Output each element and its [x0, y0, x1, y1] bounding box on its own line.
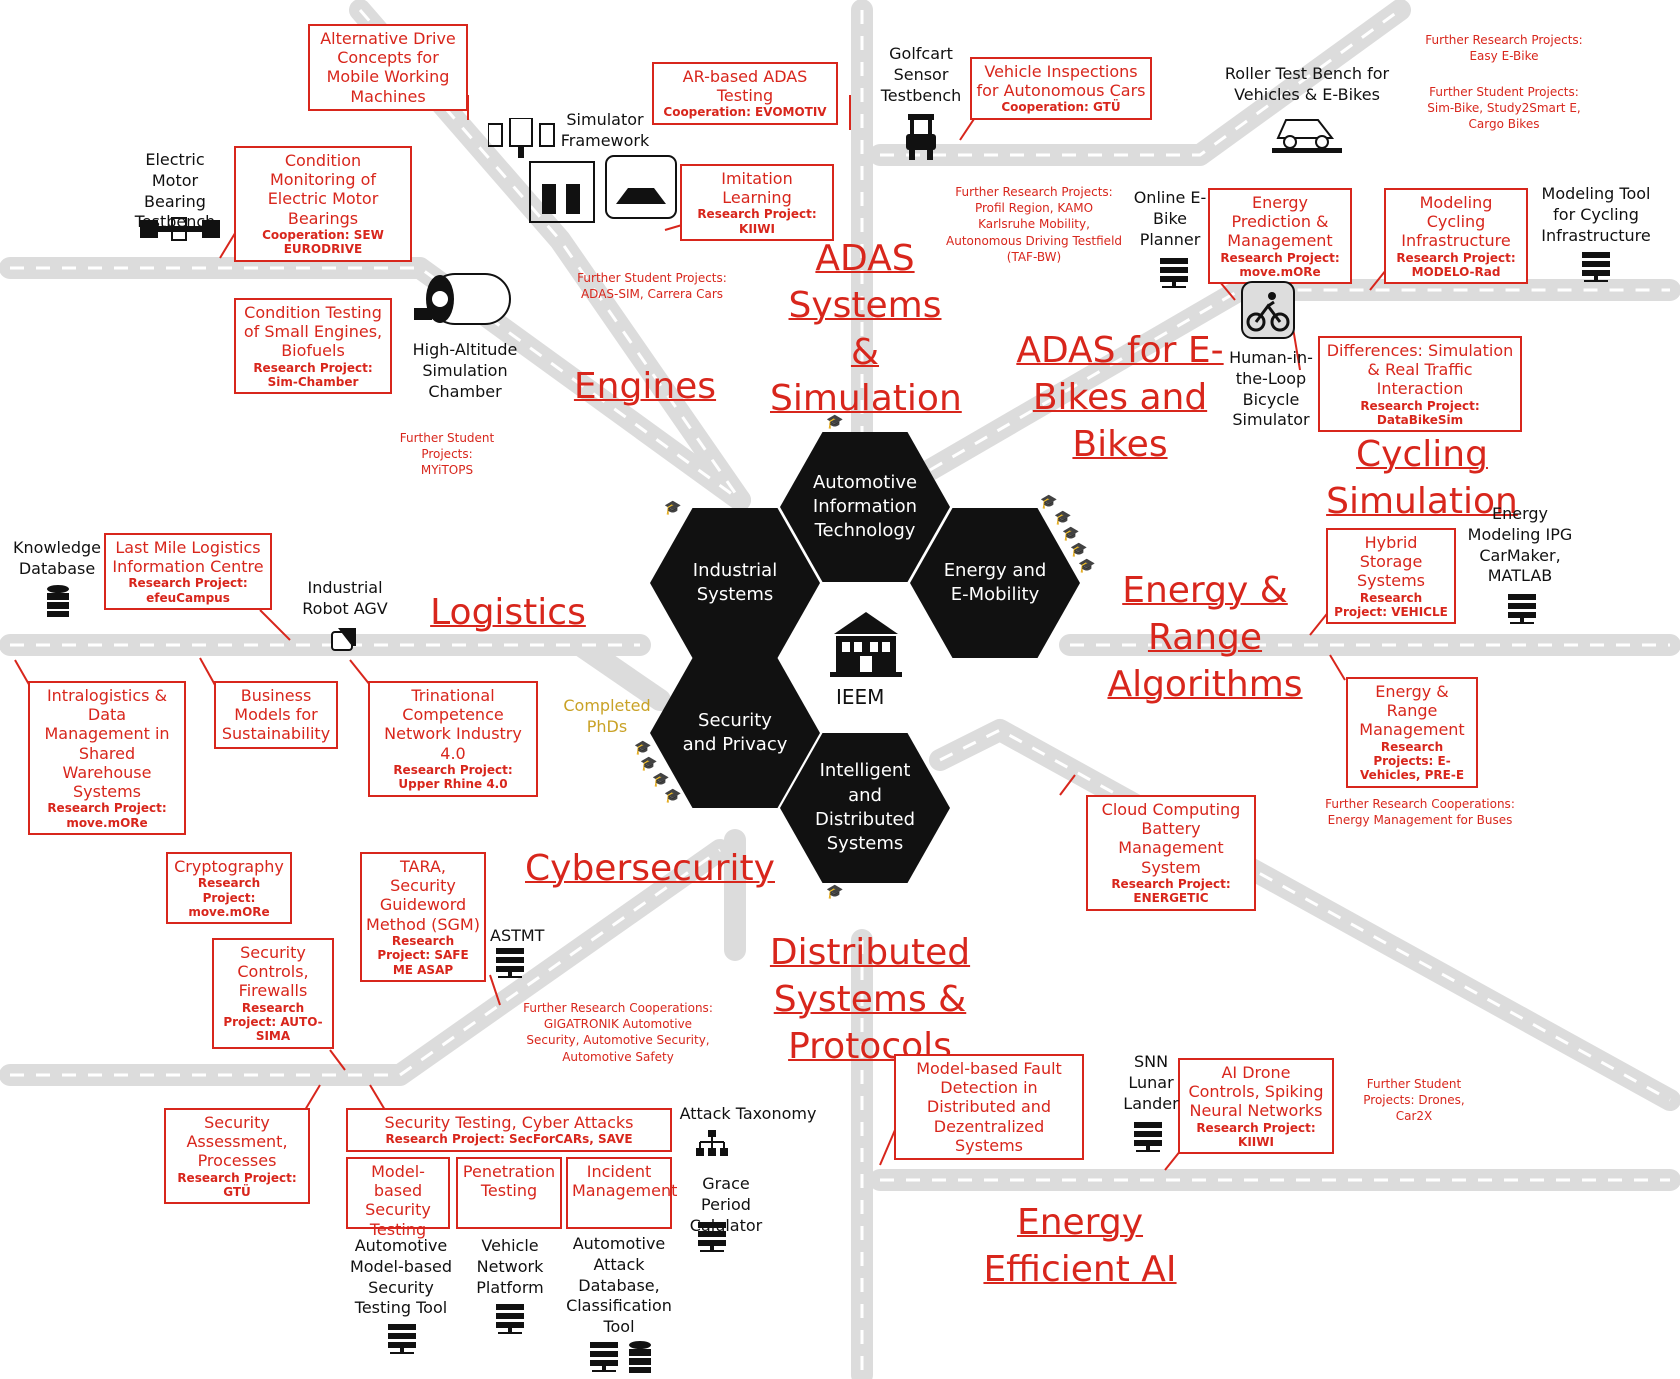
label-auto-attack-db: Automotive Attack Database, Classificati…: [566, 1234, 672, 1337]
server-icon: [590, 1342, 618, 1372]
road-east-upper: [919, 279, 1680, 481]
graduation-cap-icon: 🎓: [640, 756, 658, 772]
graduation-cap-icon: 🎓: [664, 788, 682, 804]
box-cloud-computing: Cloud Computing Battery Management Syste…: [1086, 795, 1256, 911]
label-energy-modeling: Energy Modeling IPG CarMaker, MATLAB: [1467, 504, 1573, 586]
note-easy-ebike: Further Research Projects: Easy E-Bike: [1425, 33, 1583, 64]
graduation-cap-icon: 🎓: [1070, 542, 1088, 558]
roller-bench-icon: [1272, 119, 1342, 153]
server-icon: [1582, 252, 1610, 282]
graduation-cap-icon: 🎓: [1062, 526, 1080, 542]
hierarchy-icon: [696, 1130, 728, 1156]
note-gigatronik: Further Research Cooperations: GIGATRONI…: [523, 1001, 713, 1064]
area-cycling-simulation: Cycling Simulation: [1326, 434, 1518, 522]
center-label: IEEM: [836, 685, 885, 709]
graduation-cap-icon: 🎓: [652, 772, 670, 788]
label-knowledge: Knowledge Database: [13, 538, 101, 578]
box-condition-monitoring: Condition Monitoring of Electric Motor B…: [234, 146, 412, 262]
server-icon: [496, 1304, 524, 1334]
label-hil: Human-in-the-Loop Bicycle Simulator: [1229, 348, 1313, 430]
note-student-bike: Further Student Projects: Sim-Bike, Stud…: [1427, 85, 1581, 132]
university-building-icon: [830, 612, 902, 677]
label-vehicle-network: Vehicle Network Platform: [476, 1236, 544, 1297]
server-icon: [1160, 258, 1188, 288]
label-golfcart: Golfcart Sensor Testbench: [880, 44, 962, 105]
label-snn: SNN Lunar Lander: [1123, 1052, 1179, 1113]
label-astmt: ASTMT: [490, 926, 545, 945]
agv-robot-icon: [331, 628, 356, 651]
simulator-icon: [488, 118, 677, 223]
graduation-cap-icon: 🎓: [1054, 510, 1072, 526]
area-energy-ai: Energy Efficient AI: [983, 1202, 1177, 1290]
box-tara: TARA, Security Guideword Method (SGM)Res…: [360, 852, 486, 982]
box-incident: Incident Management: [566, 1157, 677, 1229]
graduation-cap-icon: 🎓: [634, 740, 652, 756]
label-online-planner: Online E-Bike Planner: [1133, 188, 1207, 249]
note-myitops: Further Student Projects: MYiTOPS: [399, 431, 495, 478]
area-adas-simulation: ADAS Systems & Simulation: [770, 238, 962, 420]
box-penetration: Penetration Testing: [456, 1157, 562, 1229]
note-drones: Further Student Projects: Drones, Car2X: [1363, 1077, 1465, 1124]
box-fault-detection: Model-based Fault Detection in Distribut…: [894, 1054, 1084, 1160]
label-motor-bench: Electric Motor Bearing Testbench: [134, 150, 216, 232]
box-condition-testing: Condition Testing of Small Engines, Biof…: [234, 298, 392, 395]
completed-phds-label: Completed PhDs: [563, 696, 651, 736]
golfcart-icon: [906, 114, 936, 160]
graduation-cap-icon: 🎓: [1078, 558, 1096, 574]
server-icon: [1134, 1122, 1162, 1152]
box-intralogistics: Intralogistics & Data Management in Shar…: [28, 681, 186, 835]
area-adas-bikes: ADAS for E-Bikes and Bikes: [1016, 330, 1224, 465]
area-engines: Engines: [573, 366, 717, 407]
road-west-branch: [569, 634, 671, 711]
server-icon: [388, 1324, 416, 1354]
label-roller: Roller Test Bench for Vehicles & E-Bikes: [1224, 64, 1390, 104]
area-cybersecurity: Cybersecurity: [525, 848, 775, 889]
box-trinational: Trinational Competence Network Industry …: [368, 681, 538, 797]
box-drone: AI Drone Controls, Spiking Neural Networ…: [1178, 1058, 1334, 1155]
motor-bench-icon: [140, 217, 220, 241]
area-distributed: Distributed Systems & Protocols: [769, 932, 971, 1067]
graduation-cap-icon: 🎓: [664, 500, 682, 516]
box-differences: Differences: Simulation & Real Traffic I…: [1318, 336, 1522, 433]
bicycle-simulator-icon: [1241, 281, 1295, 339]
altitude-chamber-icon: [414, 273, 511, 325]
note-buses: Further Research Cooperations: Energy Ma…: [1325, 797, 1515, 828]
label-auto-model-tool: Automotive Model-based Security Testing …: [349, 1236, 453, 1318]
note-profil: Further Research Projects: Profil Region…: [946, 185, 1123, 264]
box-model-security: Model-based Security Testing: [346, 1157, 450, 1239]
database-icon: [629, 1341, 651, 1373]
label-altitude: High-Altitude Simulation Chamber: [412, 340, 518, 401]
label-modeling-tool: Modeling Tool for Cycling Infrastructure: [1541, 184, 1651, 245]
box-business-models: Business Models for Sustainability: [214, 681, 338, 749]
area-energy-range: Energy & Range Algorithms: [1107, 570, 1303, 705]
label-simulator: Simulator Framework: [560, 110, 650, 150]
label-agv: Industrial Robot AGV: [302, 578, 388, 618]
server-icon: [698, 1222, 726, 1252]
server-icon: [496, 948, 524, 978]
graduation-cap-icon: 🎓: [826, 414, 844, 430]
graduation-cap-icon: 🎓: [1040, 494, 1058, 510]
graduation-cap-icon: 🎓: [826, 884, 844, 900]
area-logistics: Logistics: [430, 592, 586, 633]
database-icon: [47, 585, 69, 617]
box-alt-drive: Alternative Drive Concepts for Mobile Wo…: [308, 24, 468, 111]
server-icon: [1508, 594, 1536, 624]
label-grace: Grace Period Calulator: [690, 1174, 762, 1235]
label-attack-taxonomy: Attack Taxonomy: [679, 1104, 817, 1123]
note-adas-sim: Further Student Projects: ADAS-SIM, Carr…: [577, 271, 727, 302]
